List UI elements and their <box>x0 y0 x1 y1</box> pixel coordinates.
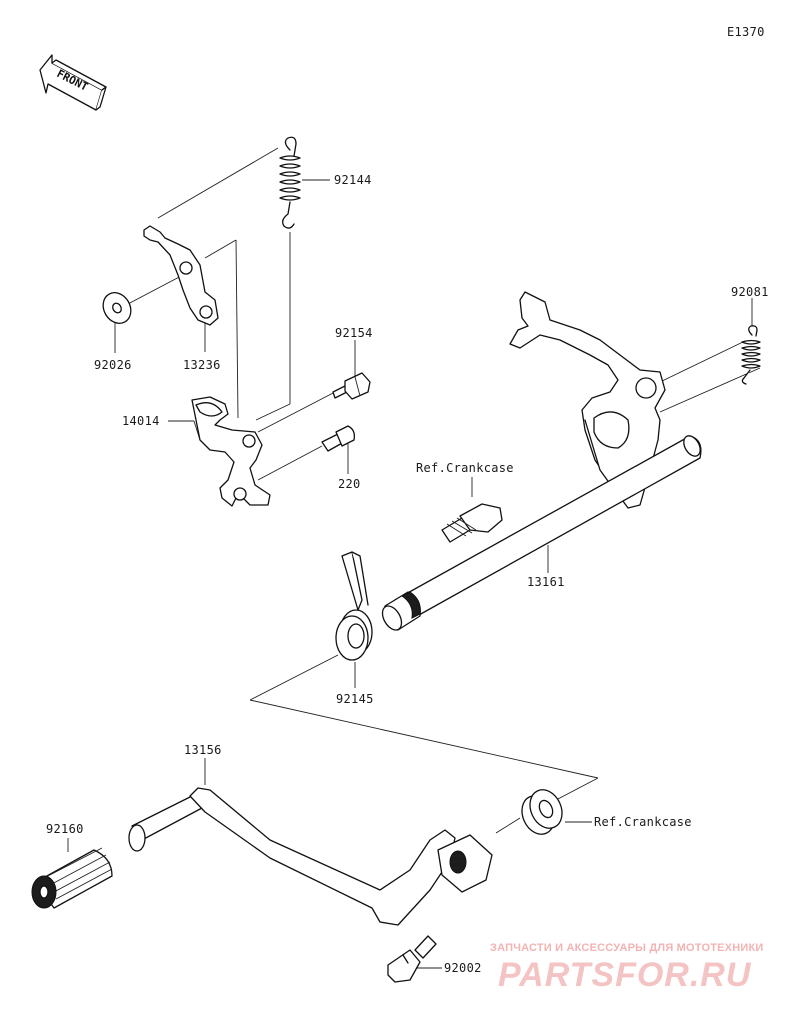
label-92145: 92145 <box>336 692 374 706</box>
front-arrow-icon: FRONT <box>39 54 107 111</box>
stud-crankcase <box>441 503 503 543</box>
leader-lines <box>67 147 761 969</box>
arm-13236 <box>143 225 219 326</box>
lever-14014 <box>191 396 271 507</box>
pin-220 <box>321 425 356 452</box>
label-ref-crankcase-1: Ref.Crankcase <box>416 461 514 475</box>
label-220: 220 <box>338 477 361 491</box>
shaft-13161 <box>381 435 702 631</box>
label-13161: 13161 <box>527 575 565 589</box>
shift-fork <box>509 291 666 509</box>
watermark-brand: PARTSFOR.RU <box>498 956 752 994</box>
rubber-92160 <box>31 847 113 909</box>
diagram-code: E1370 <box>727 25 765 39</box>
label-92026: 92026 <box>94 358 132 372</box>
bolt-92154 <box>332 372 371 400</box>
washer-92026 <box>102 292 132 324</box>
label-92144: 92144 <box>334 173 372 187</box>
part-labels: 92144 92026 13236 92154 14014 220 92081 … <box>46 173 769 975</box>
collar-crankcase <box>521 789 563 835</box>
spring-92081 <box>741 325 761 385</box>
label-92160: 92160 <box>46 822 84 836</box>
label-ref-crankcase-2: Ref.Crankcase <box>594 815 692 829</box>
label-14014: 14014 <box>122 414 160 428</box>
watermark: ЗАПЧАСТИ И АКСЕССУАРЫ ДЛЯ МОТОТЕХНИКИ PA… <box>490 942 763 994</box>
label-13156: 13156 <box>184 743 222 757</box>
spring-92145 <box>335 551 373 661</box>
label-92154: 92154 <box>335 326 373 340</box>
pedal-13156 <box>128 787 493 926</box>
bolt-92002 <box>387 935 437 983</box>
watermark-tagline: ЗАПЧАСТИ И АКСЕССУАРЫ ДЛЯ МОТОТЕХНИКИ <box>490 942 763 954</box>
spring-92144 <box>279 136 301 229</box>
label-92002: 92002 <box>444 961 482 975</box>
label-13236: 13236 <box>183 358 221 372</box>
label-92081: 92081 <box>731 285 769 299</box>
